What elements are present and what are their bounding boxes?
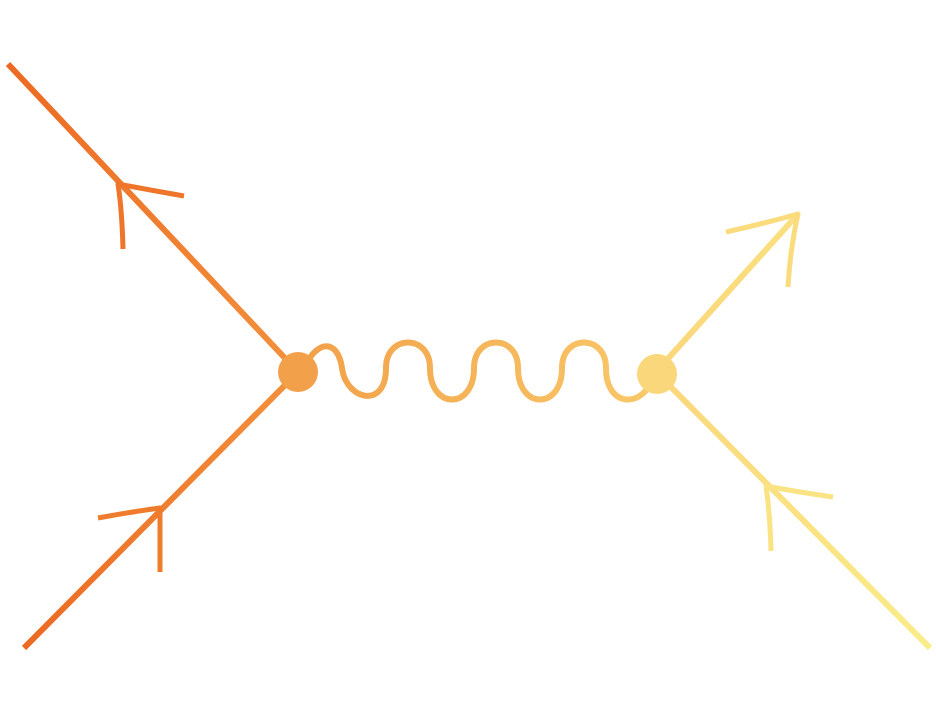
photon-propagator — [301, 339, 657, 403]
fermion-line-lower-left — [21, 369, 301, 651]
arrow-icon — [725, 211, 801, 288]
vertex-left — [278, 352, 318, 392]
arrow-icon — [97, 505, 163, 572]
fermion-line-upper-right — [653, 211, 801, 375]
fermion-line-lower-right — [653, 369, 933, 651]
vertex-right — [637, 354, 677, 394]
arrow-icon — [115, 181, 185, 250]
arrow-icon — [763, 483, 834, 552]
fermion-line-upper-left — [5, 61, 301, 375]
